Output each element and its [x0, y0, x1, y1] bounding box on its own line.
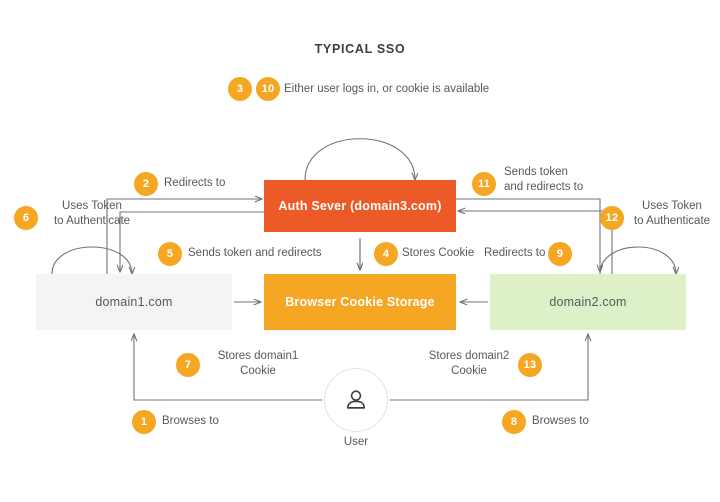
step-label-6: Uses Token to Authenticate — [53, 200, 131, 227]
user-icon — [346, 390, 366, 409]
step-label-7: Stores domain1 Cookie — [217, 350, 299, 377]
step-label-13: Stores domain2 Cookie — [428, 350, 510, 377]
step-badge-10[interactable]: 10 — [256, 77, 280, 101]
step-badge-6[interactable]: 6 — [14, 206, 38, 230]
step-badge-11[interactable]: 11 — [472, 172, 496, 196]
node-domain2[interactable]: domain2.com — [490, 274, 686, 330]
step-label-9: Redirects to — [484, 247, 546, 259]
page-title: TYPICAL SSO — [314, 42, 406, 56]
step-badge-7[interactable]: 7 — [176, 353, 200, 377]
step-badge-4[interactable]: 4 — [374, 242, 398, 266]
node-user-label: User — [343, 436, 369, 448]
step-label-3-10: Either user logs in, or cookie is availa… — [284, 83, 490, 95]
node-browser-cookie-storage[interactable]: Browser Cookie Storage — [264, 274, 456, 330]
node-auth-server[interactable]: Auth Sever (domain3.com) — [264, 180, 456, 232]
step-label-4: Stores Cookie — [402, 247, 475, 259]
step-badge-13[interactable]: 13 — [518, 353, 542, 377]
step-label-5: Sends token and redirects — [188, 247, 322, 259]
step-label-1: Browses to — [162, 415, 219, 427]
step-badge-8[interactable]: 8 — [502, 410, 526, 434]
step-label-12: Uses Token to Authenticate — [633, 200, 711, 227]
step-badge-2[interactable]: 2 — [134, 172, 158, 196]
step-badge-9[interactable]: 9 — [548, 242, 572, 266]
step-badge-5[interactable]: 5 — [158, 242, 182, 266]
step-badge-3[interactable]: 3 — [228, 77, 252, 101]
step-badge-12[interactable]: 12 — [600, 206, 624, 230]
step-label-2: Redirects to — [164, 177, 226, 189]
node-domain1[interactable]: domain1.com — [36, 274, 232, 330]
node-user[interactable] — [324, 368, 388, 432]
step-badge-1[interactable]: 1 — [132, 410, 156, 434]
step-label-11: Sends token and redirects to — [504, 166, 584, 193]
step-label-8: Browses to — [532, 415, 589, 427]
